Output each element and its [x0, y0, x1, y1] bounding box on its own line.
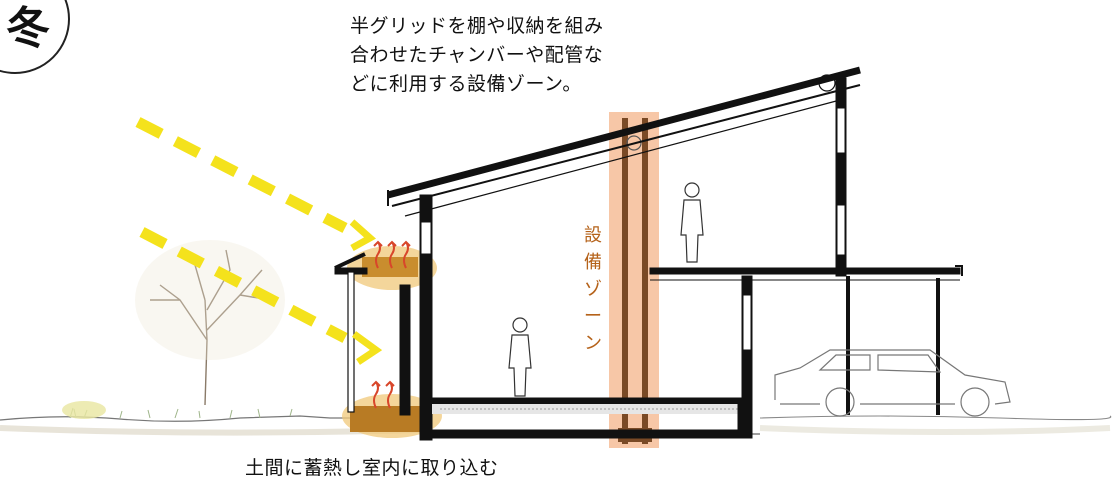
person-icon — [508, 317, 532, 397]
tree-icon — [135, 240, 285, 406]
equipment-zone-note: 半グリッドを棚や収納を組み 合わせたチャンバーや配管な どに利用する設備ゾーン。 — [350, 12, 604, 99]
heat-storage-note: 土間に蓄熱し室内に取り込む — [245, 457, 499, 479]
equipment-zone-label: 設備ゾーン — [584, 225, 602, 354]
season-label: 冬 — [6, 3, 50, 54]
car-icon — [774, 349, 1011, 417]
person-icon — [680, 182, 704, 263]
lower-heat-storage — [350, 406, 426, 432]
note-line: 半グリッドを棚や収納を組み — [350, 15, 604, 37]
house-section — [334, 66, 963, 441]
sun-ray-arrowhead — [349, 219, 383, 365]
note-line: どに利用する設備ゾーン。 — [350, 73, 582, 95]
sun-ray — [135, 117, 348, 343]
bush-icon — [62, 401, 106, 419]
note-line: 合わせたチャンバーや配管な — [350, 44, 604, 66]
